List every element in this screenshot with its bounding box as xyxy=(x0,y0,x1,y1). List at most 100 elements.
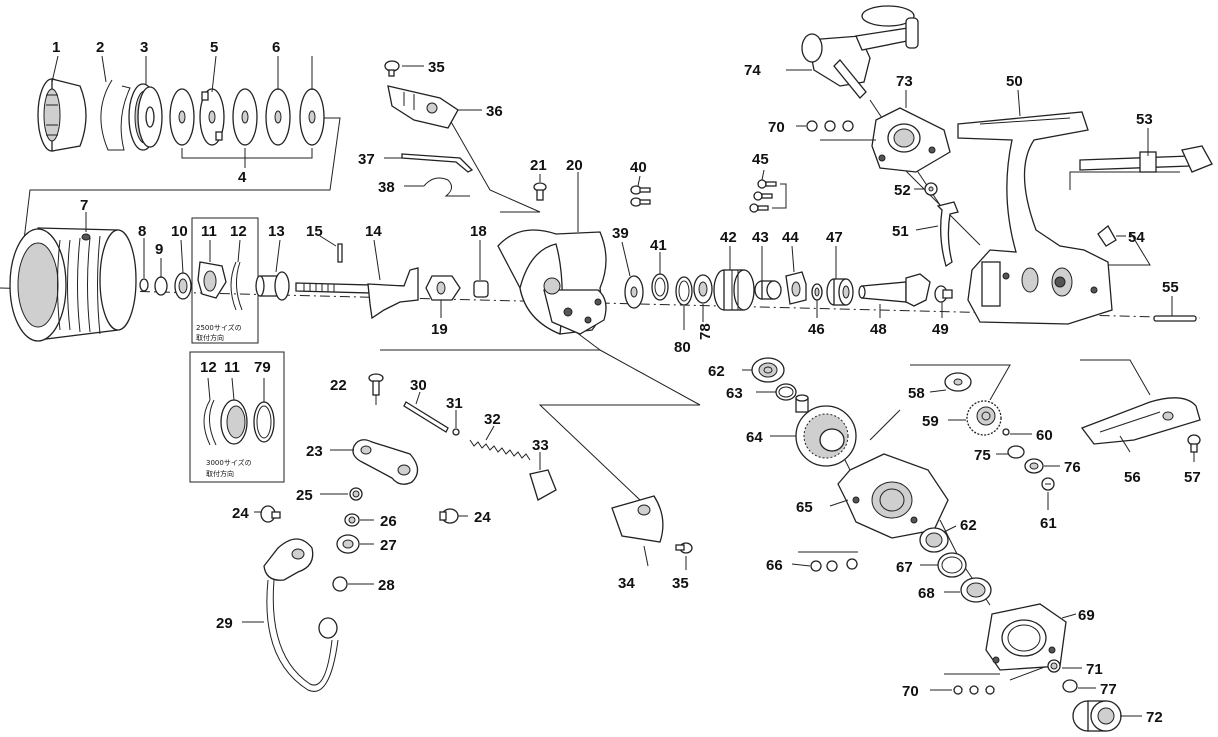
part-56-cover xyxy=(1080,397,1201,445)
label-64: 64 xyxy=(746,429,763,446)
rotor-group xyxy=(384,60,713,554)
part-31-pin xyxy=(452,428,460,436)
label-59: 59 xyxy=(922,413,939,430)
part-29-bail-wire xyxy=(263,538,339,692)
part-18-collar xyxy=(473,280,489,298)
part-5-keyed-washer xyxy=(199,88,225,146)
part-25-collar xyxy=(349,487,363,501)
label-12: 12 xyxy=(230,223,247,240)
part-7-spool xyxy=(9,227,137,342)
part-42-one-way-clutch xyxy=(713,269,755,311)
part-65-gear-housing xyxy=(837,453,949,539)
part-34-cover xyxy=(611,495,664,543)
box-3000-orientation: 3000サイズの 取付方向 xyxy=(189,351,285,483)
label-21: 21 xyxy=(530,157,547,174)
part-53-handle-rod xyxy=(1079,145,1213,173)
label-73: 73 xyxy=(896,73,913,90)
label-27: 27 xyxy=(380,537,397,554)
label-9: 9 xyxy=(155,241,163,258)
part-72-cap xyxy=(1072,700,1122,732)
part-59-gear xyxy=(966,400,1002,436)
part-20-rotor xyxy=(497,229,607,335)
part-64-drive-gear xyxy=(795,394,857,467)
part-50-body xyxy=(957,111,1113,325)
label-45: 45 xyxy=(752,151,769,168)
part-46-washer xyxy=(811,283,823,301)
label-25: 25 xyxy=(296,487,313,504)
label-35b: 35 xyxy=(672,575,689,592)
part-74-handle xyxy=(801,5,919,99)
part-4-washer-set xyxy=(169,88,325,159)
label-53: 53 xyxy=(1136,111,1153,128)
part-51-clip xyxy=(936,201,959,268)
label-43: 43 xyxy=(752,229,769,246)
label-61: 61 xyxy=(1040,515,1057,532)
part-36-bail-cover xyxy=(387,85,459,129)
label-62a: 62 xyxy=(708,363,725,380)
part-61-screw xyxy=(1041,477,1055,491)
part-23-bail-arm xyxy=(352,439,419,485)
part-27-line-roller xyxy=(336,534,360,554)
label-42: 42 xyxy=(720,229,737,246)
part-62-bearing-b xyxy=(919,527,949,553)
part-60-ball xyxy=(1002,428,1010,436)
label-12b: 12 xyxy=(200,359,217,376)
part-35-screw-top xyxy=(384,60,400,77)
leader-lines xyxy=(51,55,1195,717)
part-30-trip-lever xyxy=(403,401,449,433)
part-78-clutch xyxy=(693,274,713,304)
part-22-screw xyxy=(368,373,384,396)
label-57: 57 xyxy=(1184,469,1201,486)
part-76-bushing xyxy=(1024,458,1044,474)
label-39: 39 xyxy=(612,225,629,242)
label-71: 71 xyxy=(1086,661,1103,678)
label-34: 34 xyxy=(618,575,635,592)
label-13: 13 xyxy=(268,223,285,240)
part-24-screw-b xyxy=(260,505,281,523)
label-11: 11 xyxy=(201,223,217,240)
label-8: 8 xyxy=(138,223,146,240)
label-60: 60 xyxy=(1036,427,1053,444)
part-3-drag-washer xyxy=(128,83,163,151)
label-69: 69 xyxy=(1078,607,1095,624)
label-26: 26 xyxy=(380,513,397,530)
label-51: 51 xyxy=(892,223,909,240)
bail-group xyxy=(260,373,557,692)
label-19: 19 xyxy=(431,321,448,338)
part-1-drag-knob xyxy=(37,78,87,152)
part-28-bushing xyxy=(332,576,348,592)
label-48: 48 xyxy=(870,321,887,338)
shaft-group: 2500サイズの 取付方向 xyxy=(139,217,489,344)
label-78: 78 xyxy=(697,323,714,340)
part-40-screws xyxy=(630,185,651,207)
label-31: 31 xyxy=(446,395,463,412)
label-7: 7 xyxy=(80,197,88,214)
box-3000-note-line2: 取付方向 xyxy=(206,469,234,478)
label-11b: 11 xyxy=(224,359,240,376)
label-40: 40 xyxy=(630,159,647,176)
label-38: 38 xyxy=(378,179,395,196)
label-33: 33 xyxy=(532,437,549,454)
handle-group xyxy=(801,5,951,173)
part-37-wire xyxy=(401,153,474,173)
label-23: 23 xyxy=(306,443,323,460)
part-70-screws-top xyxy=(806,120,876,141)
label-24b: 24 xyxy=(232,505,249,522)
label-62b: 62 xyxy=(960,517,977,534)
box-2500-note-line1: 2500サイズの xyxy=(196,323,242,332)
part-21-screw xyxy=(533,182,547,201)
label-66: 66 xyxy=(766,557,783,574)
part-48-pinion xyxy=(858,273,931,307)
part-71-collar xyxy=(1047,659,1061,673)
label-22: 22 xyxy=(330,377,347,394)
part-19-nut xyxy=(425,275,461,301)
label-32: 32 xyxy=(484,411,501,428)
label-63: 63 xyxy=(726,385,743,402)
part-49-nut xyxy=(934,285,953,303)
part-39-washer xyxy=(624,275,644,309)
part-13-bushing xyxy=(255,271,290,301)
part-54-clip xyxy=(1097,225,1117,247)
label-30: 30 xyxy=(410,377,427,394)
part-35-screw-bottom xyxy=(675,542,693,554)
label-10: 10 xyxy=(171,223,188,240)
